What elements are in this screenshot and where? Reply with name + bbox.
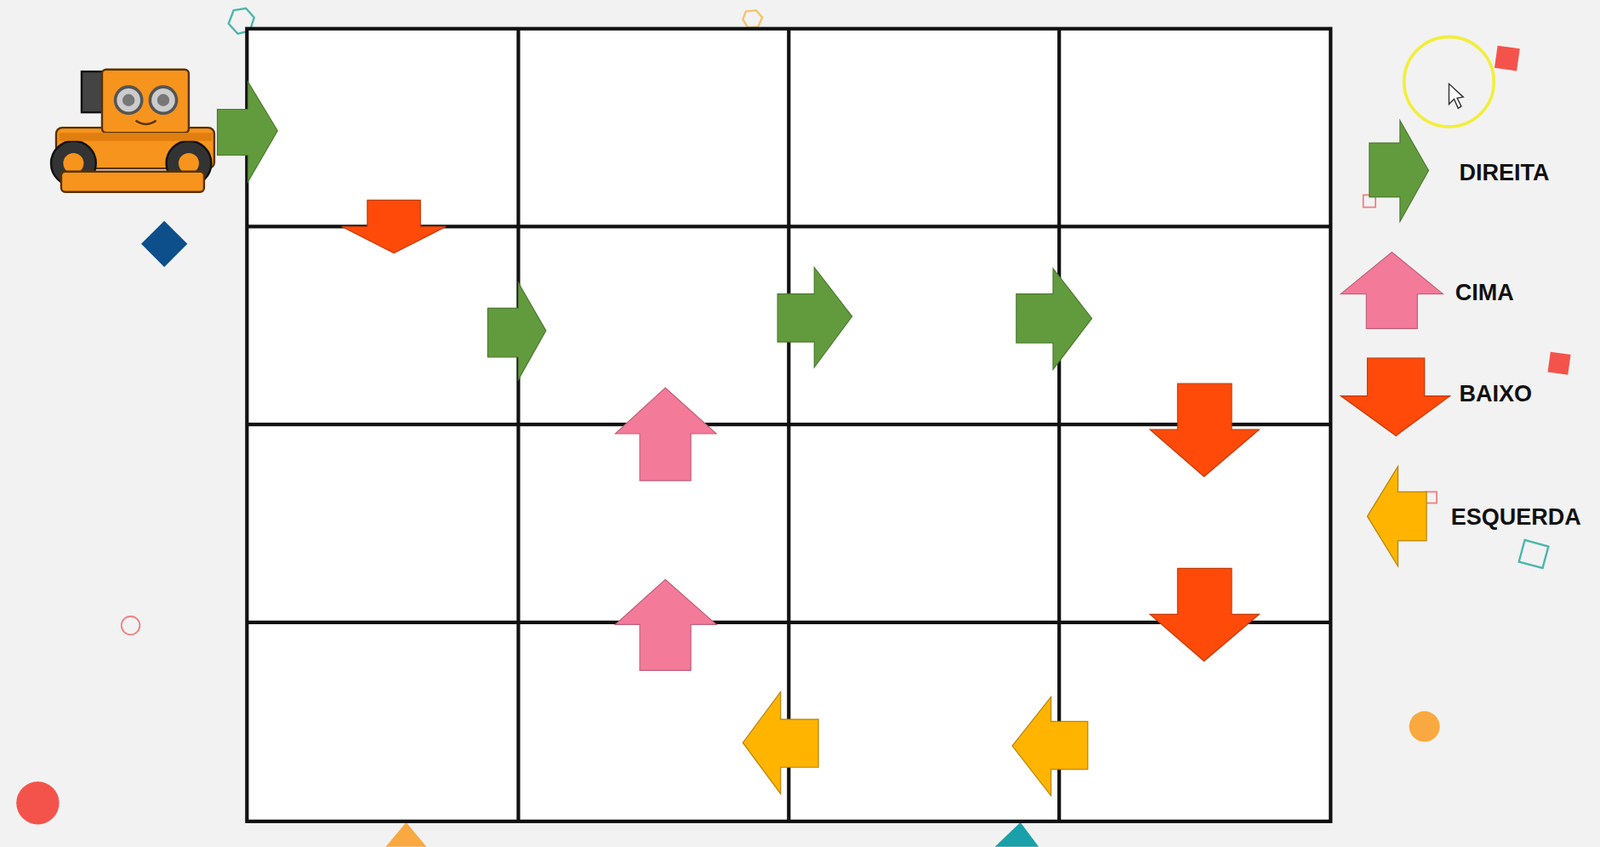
legend-item: BAIXO: [1458, 381, 1532, 408]
right-arrow: [217, 81, 279, 183]
left-arrow: [742, 691, 819, 794]
robot-illustration: [51, 69, 215, 193]
grid-lines: [246, 28, 1331, 822]
grid-background: [246, 28, 1331, 822]
right-arrow: [487, 282, 546, 380]
down-arrow-sample: [1340, 358, 1450, 436]
right-arrow: [1016, 268, 1093, 371]
mouse-cursor: [1448, 84, 1464, 109]
legend-text: DIREITA: [1458, 159, 1549, 185]
triangle-decoration: [385, 822, 427, 847]
up-arrow: [614, 387, 717, 481]
cursor-highlight: [1404, 36, 1495, 127]
down-arrow: [341, 199, 446, 253]
square-decoration: [1519, 540, 1549, 569]
triangle-decoration: [995, 822, 1040, 847]
up-arrow: [614, 580, 717, 672]
hexagon-decoration: [742, 10, 763, 28]
path-arrows: [217, 81, 1260, 797]
legend-text: CIMA: [1455, 279, 1515, 306]
square-decoration: [1547, 352, 1571, 376]
down-arrow: [1150, 568, 1259, 661]
square-decoration: [1425, 491, 1437, 503]
legend-samples: [1340, 120, 1450, 567]
legend-text: BAIXO: [1458, 381, 1532, 407]
legend-text: ESQUERDA: [1451, 504, 1582, 530]
circle-decoration: [121, 616, 141, 636]
left-arrow-sample: [1366, 466, 1427, 567]
left-arrow: [1012, 696, 1088, 796]
circle-decoration: [16, 781, 59, 825]
legend-item: CIMA: [1455, 279, 1515, 307]
diamond-decoration: [141, 221, 188, 268]
circle-decoration: [1409, 711, 1441, 742]
square-decoration: [1494, 45, 1521, 72]
legend-item: ESQUERDA: [1451, 504, 1582, 531]
legend-item: DIREITA: [1458, 159, 1549, 186]
right-arrow: [777, 267, 853, 368]
down-arrow: [1150, 383, 1259, 477]
up-arrow-sample: [1340, 251, 1443, 329]
right-arrow-sample: [1369, 120, 1430, 223]
